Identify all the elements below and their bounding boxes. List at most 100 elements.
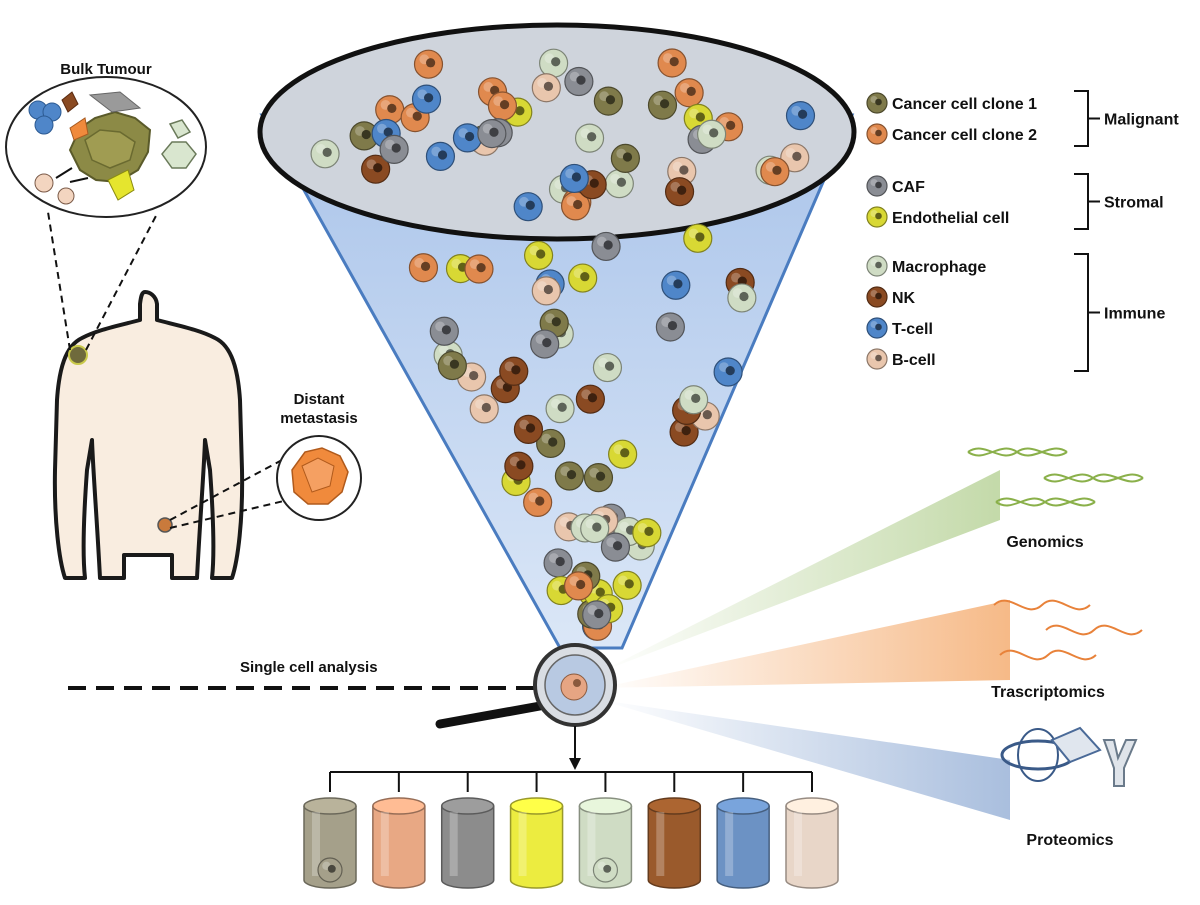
funnel-cell [657, 48, 687, 78]
proteomics-beam [600, 700, 1010, 820]
funnel-cell [655, 312, 685, 342]
funnel-cell [564, 66, 594, 97]
omics-label-genomics: Genomics [1006, 534, 1083, 551]
legend-swatch-nk [866, 286, 888, 308]
distant-label-line1: Distant [294, 391, 345, 408]
funnel-cell [349, 121, 379, 151]
legend-group-label: Malignant [1104, 112, 1179, 129]
funnel-cell [760, 157, 790, 187]
sample-tube [785, 772, 839, 889]
legend-label-cancer-cell-clone-1: Cancer cell clone 1 [892, 96, 1037, 113]
transcriptomics-rna-icon [993, 599, 1143, 661]
bulk-tumour-inset: Bulk Tumour [5, 61, 207, 218]
funnel-cell [608, 439, 638, 469]
single-cell-analysis-label: Single cell analysis [240, 659, 378, 676]
funnel-cell [780, 143, 810, 173]
funnel-cell [604, 169, 634, 199]
macrophage-cluster [161, 119, 197, 169]
distant-label-line2: metastasis [280, 410, 358, 427]
tube-cell [592, 857, 619, 883]
metastasis-site [157, 517, 173, 533]
funnel-cell [477, 118, 507, 149]
tube-rack [303, 772, 839, 889]
sample-tube [509, 772, 564, 889]
funnel-cell [647, 90, 678, 120]
funnel-cell [683, 103, 713, 133]
legend-group-label: Immune [1104, 306, 1165, 323]
funnel-cell [580, 513, 610, 544]
funnel-cell [583, 463, 614, 493]
funnel-cell [375, 95, 405, 125]
legend-swatch-macrophage [866, 255, 888, 277]
legend-group-malignant: Cancer cell clone 1 Cancer cell clone 2 Ma… [866, 90, 1179, 147]
funnel-cell [582, 600, 612, 630]
human-body [52, 290, 245, 580]
funnel-cell [600, 532, 631, 562]
transcriptomics-beam [600, 600, 1010, 688]
legend-swatch-b-cell [866, 348, 888, 370]
legend-bracket [1074, 253, 1100, 372]
legend-bracket [1074, 90, 1100, 147]
funnel-cell [413, 49, 444, 79]
legend-group-label: Stromal [1104, 195, 1164, 212]
funnel-cell [408, 253, 439, 283]
sample-tube [716, 772, 770, 889]
bulk-tumour-label: Bulk Tumour [60, 61, 152, 78]
funnel-cell [683, 223, 713, 253]
tube-cell [317, 857, 343, 883]
legend-swatch-t-cell [866, 317, 888, 339]
funnel-cell [379, 134, 409, 164]
funnel-cell [554, 461, 585, 491]
legend-swatch-endothelial-cell [866, 206, 888, 228]
funnel-cell [559, 163, 589, 194]
legend-swatch-cancer-cell-clone-2 [866, 123, 888, 145]
legend-label-cancer-cell-clone-2: Cancer cell clone 2 [892, 127, 1037, 144]
funnel-cell [411, 84, 442, 114]
legend-label-caf: CAF [892, 179, 925, 196]
funnel-cell [452, 123, 483, 153]
omics-label-proteomics: Proteomics [1026, 832, 1113, 849]
funnel-cell [530, 329, 560, 359]
funnel-cell [536, 428, 566, 459]
funnel-cell [661, 270, 691, 300]
legend-label-b-cell: B-cell [892, 352, 936, 369]
funnel-cell [531, 276, 561, 306]
funnel-cell [563, 571, 594, 601]
t-cell-cluster [28, 100, 62, 135]
funnel-cell [539, 48, 569, 78]
sample-tube [578, 772, 633, 889]
funnel-cell [727, 283, 757, 313]
funnel-cell [425, 141, 456, 171]
legend-label-nk: NK [892, 290, 916, 307]
legend-label-macrophage: Macrophage [892, 259, 986, 276]
funnel-cell [560, 191, 591, 221]
funnel-cell [575, 384, 605, 414]
funnel-cell [429, 316, 459, 346]
funnel-cell [664, 177, 695, 207]
funnel-cell [592, 352, 623, 383]
b-cell-cluster [34, 167, 89, 205]
sample-tube [440, 772, 495, 889]
genomics-dna-icon [967, 447, 1144, 507]
distant-metastasis-inset: Distant metastasis [276, 391, 362, 521]
funnel-cell [310, 139, 340, 169]
primary-tumour-site [68, 345, 88, 365]
funnel-cell [469, 394, 499, 424]
funnel-cell [679, 385, 709, 415]
sample-tube [303, 772, 357, 889]
legend-swatch-cancer-cell-clone-1 [866, 92, 888, 114]
legend-bracket [1074, 173, 1100, 230]
funnel-cell [464, 254, 494, 284]
funnel-cell [632, 518, 662, 548]
funnel-cell [574, 123, 605, 153]
funnel-cell [437, 350, 467, 381]
funnel-cell [513, 192, 543, 222]
funnel-cell [593, 86, 623, 116]
sample-tube [372, 772, 426, 889]
cell-type-legend: Cancer cell clone 1 Cancer cell clone 2 Ma… [866, 90, 1179, 372]
funnel-cell [610, 143, 641, 174]
funnel-cell [361, 154, 391, 184]
funnel-cell [513, 414, 544, 444]
